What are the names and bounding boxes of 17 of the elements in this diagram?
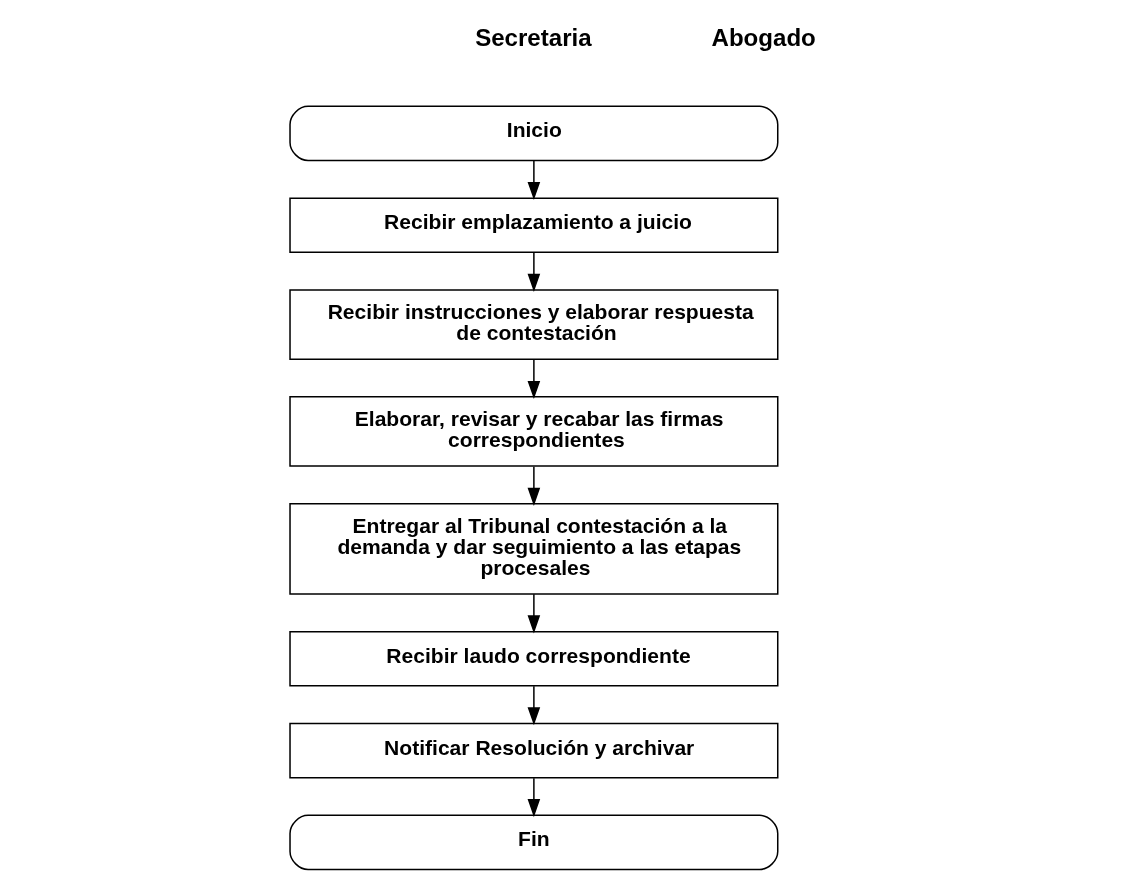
node-box: Fin	[288, 814, 778, 871]
arrow	[527, 777, 540, 818]
arrow	[527, 593, 540, 634]
arrow	[527, 251, 540, 292]
arrow	[527, 685, 540, 726]
node-box: Recibir instrucciones y elaborar respuesta de contestación	[288, 289, 778, 360]
node-box: Elaborar, revisar y recabar las firmas correspondientes	[288, 396, 778, 467]
node-box: Recibir emplazamiento a juicio	[288, 197, 778, 254]
arrow	[527, 358, 540, 400]
node-box: Recibir laudo correspondiente	[288, 630, 778, 687]
arrow	[527, 465, 540, 506]
node-box: Inicio	[288, 105, 778, 162]
arrow	[527, 160, 540, 200]
label: Secretaria	[474, 23, 592, 51]
node-box: Entregar al Tribunal contestación a la demanda y dar seguimiento a las etapas procesales	[288, 502, 778, 595]
node-box: Notificar Resolución y archivar	[288, 722, 778, 779]
label: Abogado	[711, 23, 816, 51]
